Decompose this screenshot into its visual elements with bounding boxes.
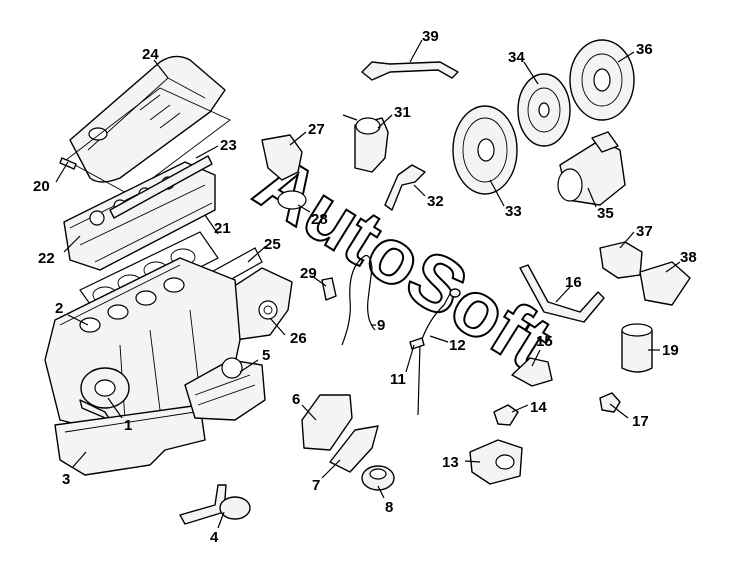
oil-filter xyxy=(621,323,653,373)
callout-15: 15 xyxy=(536,333,553,350)
callout-31: 31 xyxy=(394,104,411,121)
callout-20: 20 xyxy=(33,178,50,195)
clutch-disc xyxy=(517,73,571,147)
callout-19: 19 xyxy=(662,342,679,359)
starter-motor xyxy=(557,131,626,206)
dipstick xyxy=(409,288,461,416)
callout-16: 16 xyxy=(565,274,582,291)
callout-27: 27 xyxy=(308,121,325,138)
thermostat-housing xyxy=(261,134,303,181)
callout-28: 28 xyxy=(311,211,328,228)
coolant-hose xyxy=(519,264,605,323)
leader-lines xyxy=(55,39,681,529)
thermostat-gasket xyxy=(277,190,307,210)
callout-24: 24 xyxy=(142,46,159,63)
mount-bracket-lower xyxy=(329,425,379,473)
callout-36: 36 xyxy=(636,41,653,58)
callout-4: 4 xyxy=(210,529,219,546)
callout-2: 2 xyxy=(55,300,63,317)
water-outlet xyxy=(511,357,553,387)
callout-21: 21 xyxy=(214,220,231,237)
callout-12: 12 xyxy=(449,337,466,354)
callout-33: 33 xyxy=(505,203,522,220)
callout-9: 9 xyxy=(377,317,385,334)
hose-upper xyxy=(361,61,459,81)
callout-14: 14 xyxy=(530,399,547,416)
callout-38: 38 xyxy=(680,249,697,266)
callout-1: 1 xyxy=(124,417,132,434)
callout-35: 35 xyxy=(597,205,614,222)
callout-3: 3 xyxy=(62,471,70,488)
callout-23: 23 xyxy=(220,137,237,154)
crank-pulley xyxy=(79,367,130,421)
camshaft xyxy=(109,155,213,219)
callout-32: 32 xyxy=(427,193,444,210)
callout-11: 11 xyxy=(390,371,406,388)
sensor xyxy=(321,277,337,301)
glow-plug-harness xyxy=(341,255,376,346)
callout-13: 13 xyxy=(442,454,459,471)
callout-29: 29 xyxy=(300,265,317,282)
clutch-pressure-plate xyxy=(569,39,635,121)
engine-mount xyxy=(361,465,395,491)
callout-7: 7 xyxy=(312,477,320,494)
control-module xyxy=(639,261,691,306)
callout-22: 22 xyxy=(38,250,55,267)
egr-pipe xyxy=(384,164,426,211)
flywheel xyxy=(452,105,518,195)
egr-valve xyxy=(342,114,389,173)
drain-plug xyxy=(493,404,519,426)
cover-bolt xyxy=(59,157,77,170)
callout-labels: 1 2 3 4 5 6 7 8 9 11 12 13 14 15 16 17 1… xyxy=(33,28,697,546)
valve-cover-gasket xyxy=(65,87,231,196)
callout-6: 6 xyxy=(292,391,300,408)
water-pump-housing xyxy=(469,439,523,485)
callout-5: 5 xyxy=(262,347,270,364)
engine-mount-bracket xyxy=(301,394,353,451)
callout-37: 37 xyxy=(636,223,653,240)
callout-39: 39 xyxy=(422,28,439,45)
oil-pickup xyxy=(179,484,251,525)
callout-34: 34 xyxy=(508,49,525,66)
injection-pump xyxy=(184,357,266,421)
callout-17: 17 xyxy=(632,413,649,430)
callout-26: 26 xyxy=(290,330,307,347)
callout-25: 25 xyxy=(264,236,281,253)
callout-8: 8 xyxy=(385,499,393,516)
